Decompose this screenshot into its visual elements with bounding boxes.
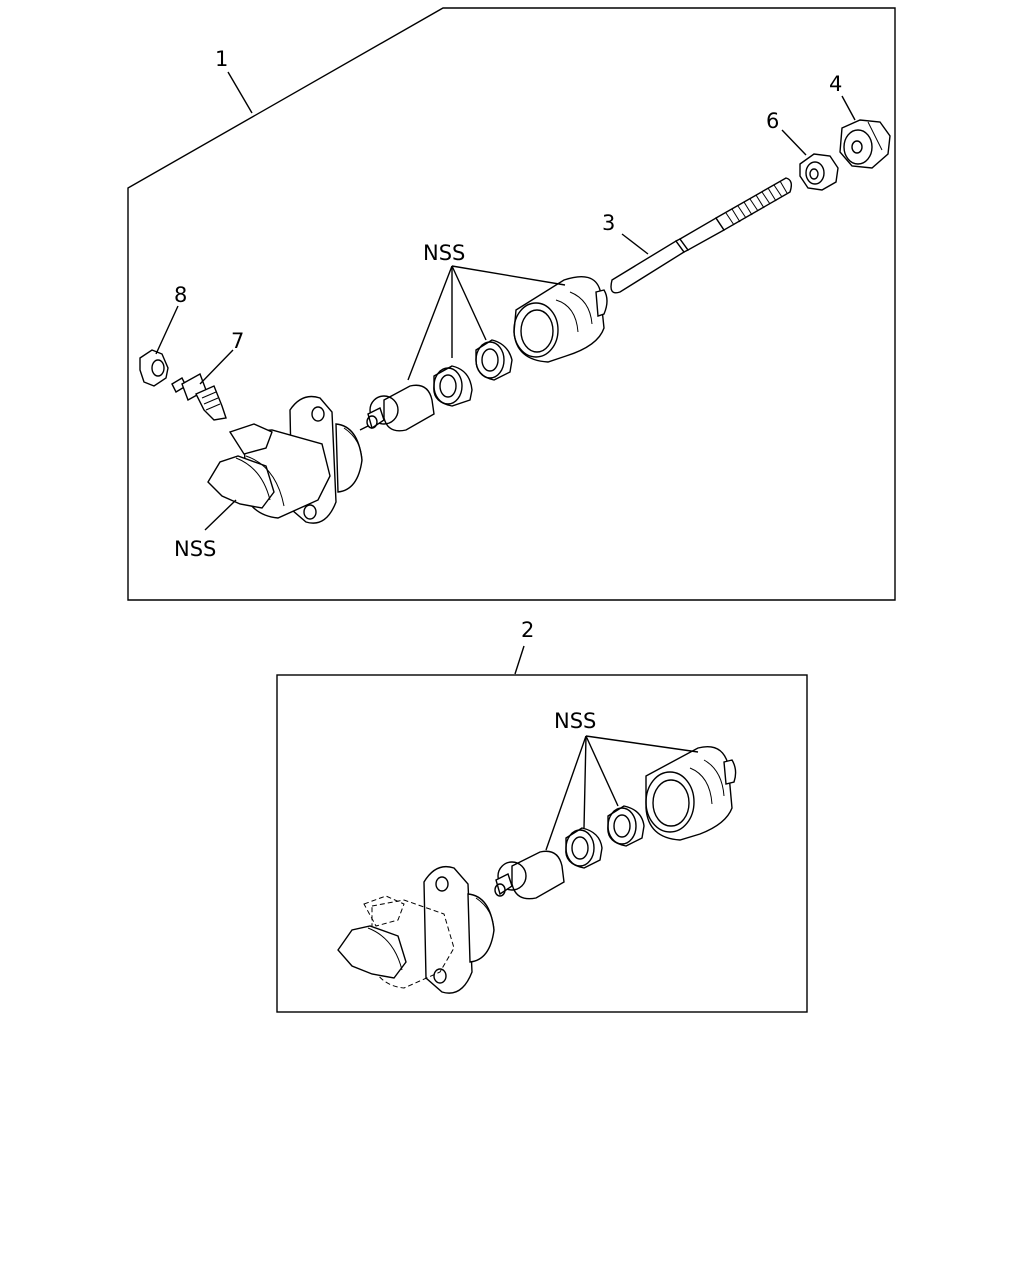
nss-body-label: NSS [174, 537, 216, 561]
rod-threads [725, 180, 788, 226]
label-7: 7 [231, 329, 244, 353]
label-6-callout: 6 [766, 109, 807, 156]
label-3: 3 [602, 211, 615, 235]
part-4-nut [839, 119, 891, 169]
part-3-push-rod [610, 177, 793, 294]
assembly-2-frame [276, 674, 808, 1013]
boot-large [513, 276, 608, 363]
label-8-callout: 8 [155, 283, 187, 355]
label-4-callout: 4 [829, 72, 856, 121]
boot-lower [645, 746, 737, 841]
label-2: 2 [521, 618, 534, 642]
seal-ring-lower-1 [607, 805, 645, 847]
assembly-1-frame [127, 7, 896, 601]
label-3-callout: 3 [602, 211, 649, 255]
label-6: 6 [766, 109, 779, 133]
label-7-callout: 7 [199, 329, 244, 385]
label-8: 8 [174, 283, 187, 307]
nss-top-label: NSS [423, 241, 465, 265]
label-1: 1 [215, 47, 228, 71]
label-1-callout: 1 [215, 47, 253, 114]
nss-top-callout: NSS [407, 241, 566, 381]
seal-ring-2 [433, 365, 473, 407]
part-7-bleeder-screw [171, 372, 227, 421]
label-4: 4 [829, 72, 842, 96]
nss-body-callout: NSS [174, 499, 237, 561]
part-8-cap [139, 349, 169, 387]
label-2-callout: 2 [514, 618, 534, 675]
cylinder-body [207, 395, 363, 524]
part-6-nut [799, 153, 839, 191]
nss-lower-label: NSS [554, 709, 596, 733]
piston [359, 384, 435, 432]
cylinder-body-lower [337, 865, 495, 994]
seal-ring-lower-2 [565, 827, 603, 869]
nss-lower-callout: NSS [545, 709, 699, 851]
piston-lower [494, 850, 565, 900]
seal-ring-1 [475, 339, 513, 381]
